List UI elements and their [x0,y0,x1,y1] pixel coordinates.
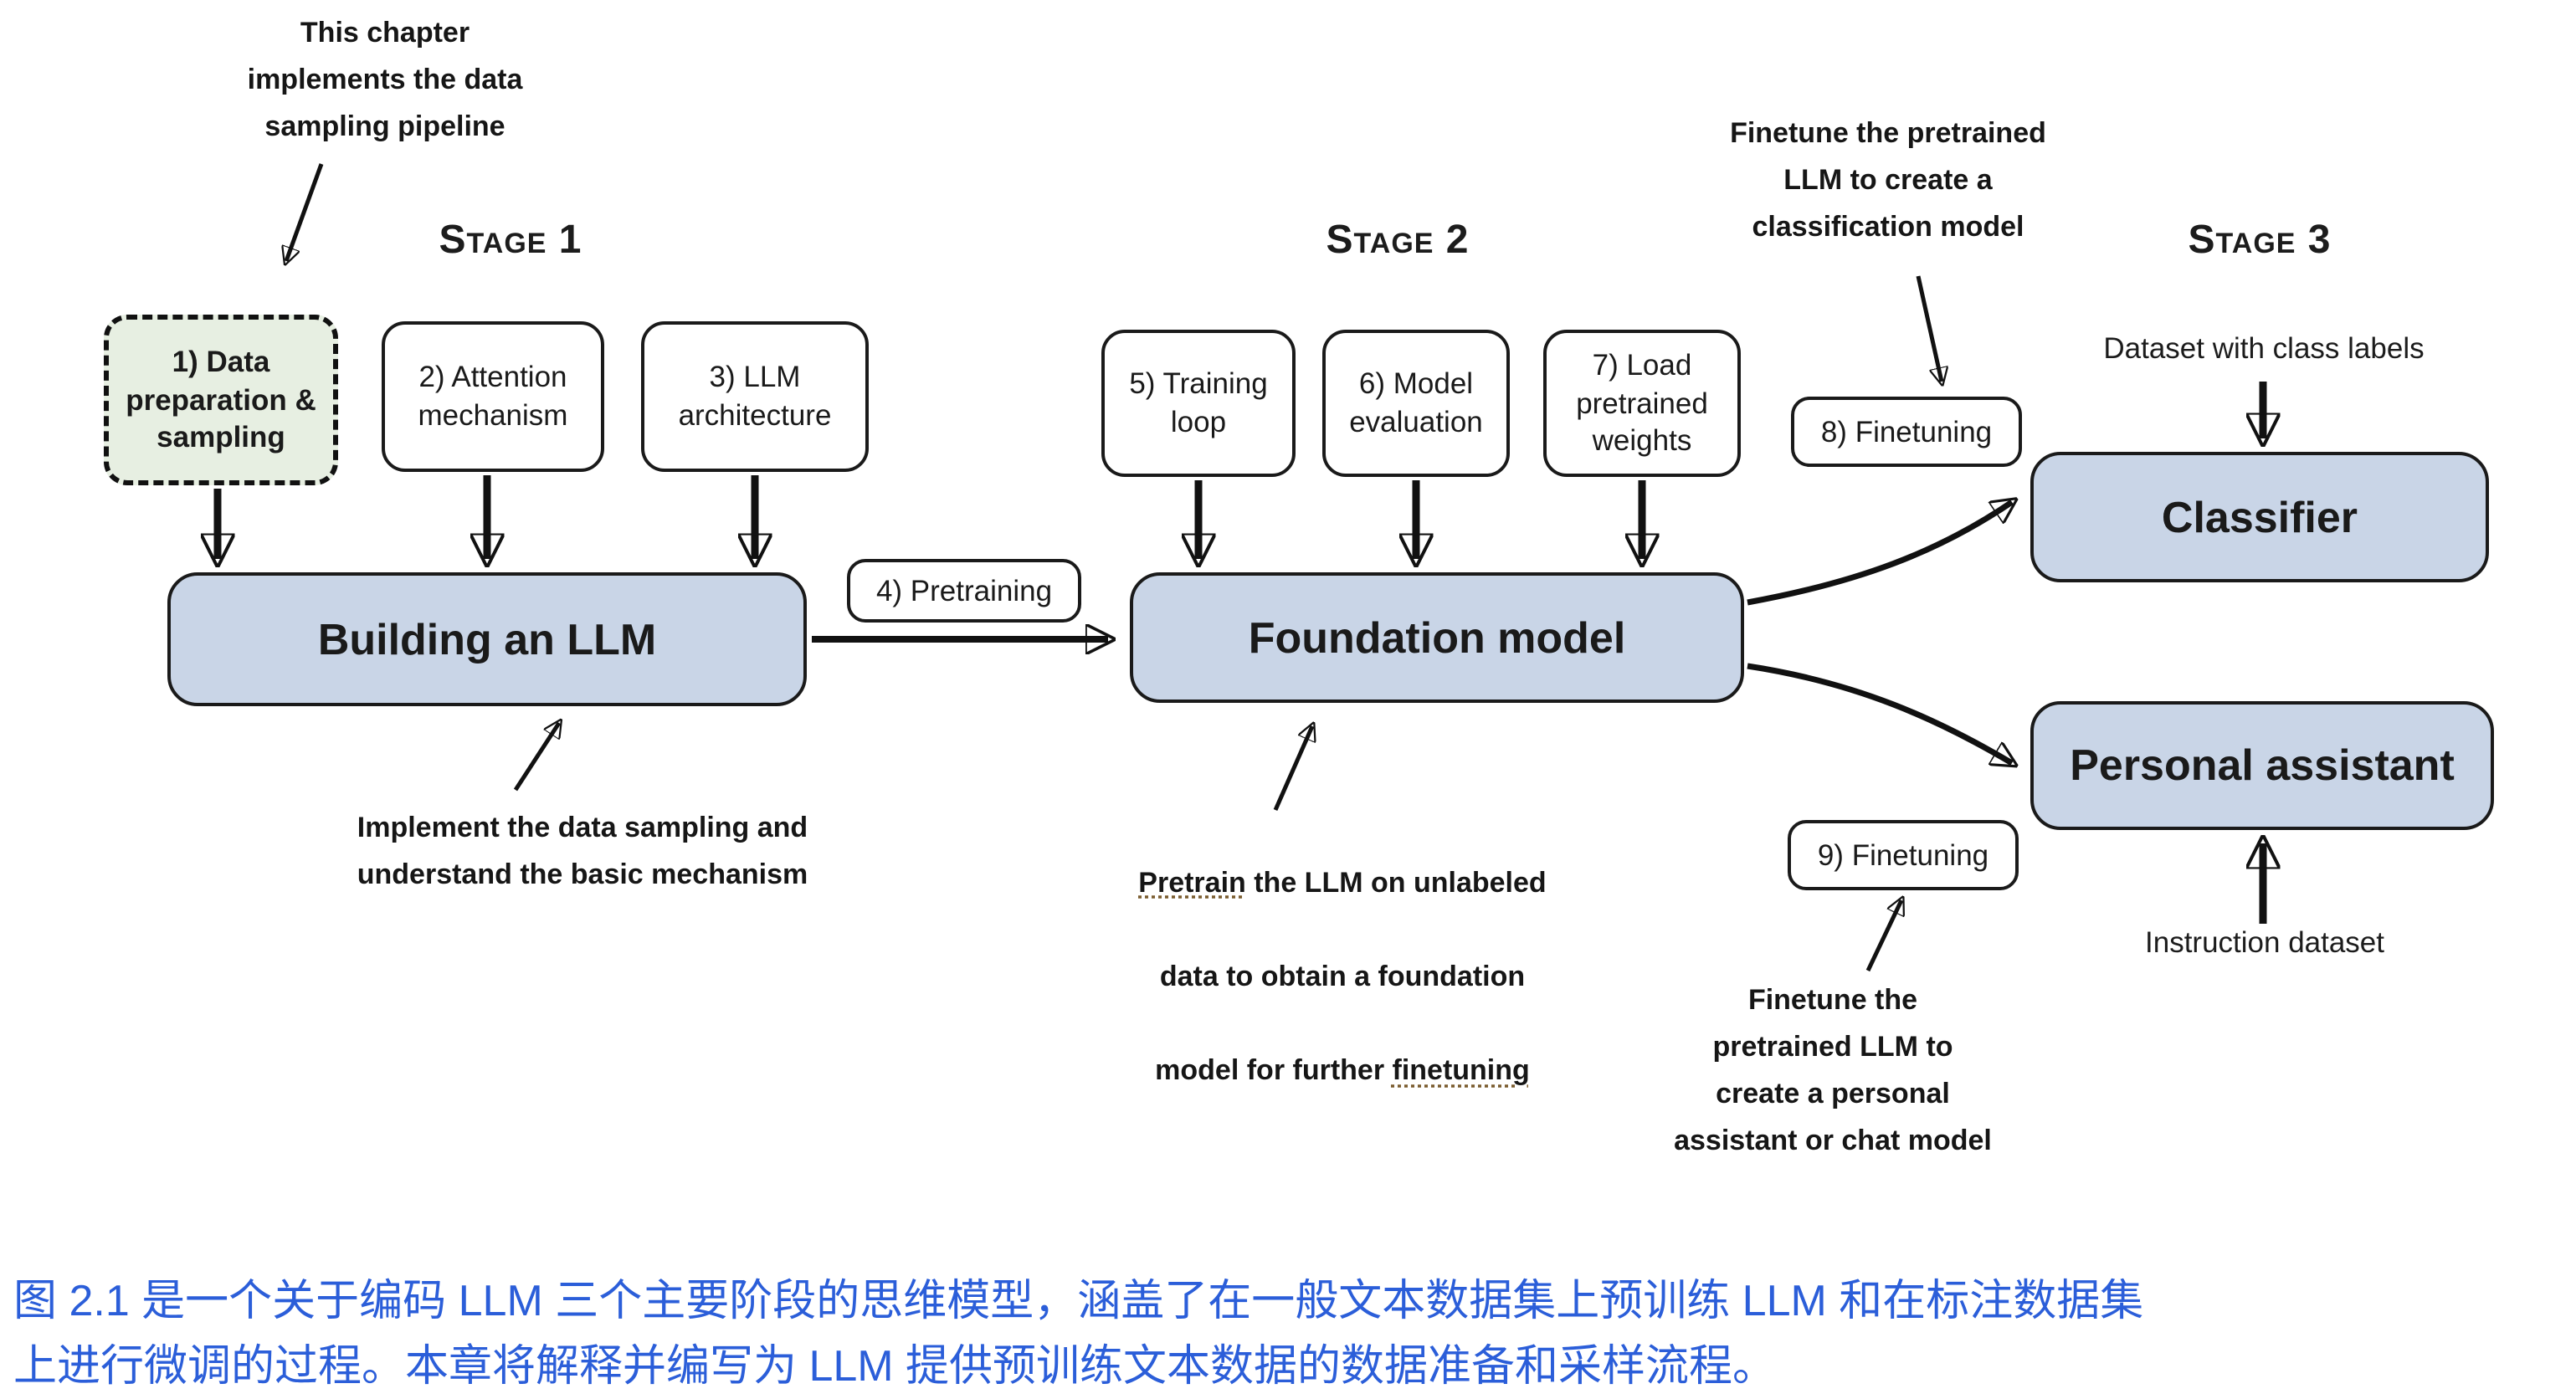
annotation-pretrain-line-2: data to obtain a foundation [1159,961,1526,993]
annotation-implement-sampling: Implement the data sampling and understa… [357,812,808,891]
label-instruction-dataset: Instruction dataset [2145,925,2384,959]
stage-3-label: Stage 3 [2188,218,2332,263]
annotation-finetune-classification: Finetune the pretrained LLM to create a … [1730,117,2046,243]
box-attention-mechanism: 2) Attention mechanism [382,321,604,472]
box-load-pretrained-weights: 7) Load pretrained weights [1543,330,1741,477]
box-llm-architecture: 3) LLM architecture [641,321,869,472]
box-training-loop: 5) Training loop [1101,330,1296,477]
arrow-chapter-annotation-to-data-prep [286,163,324,261]
arrow-pretrain-annotation-to-foundation [1273,726,1312,812]
arrow-foundation-to-assistant [1747,663,2012,763]
stage-1-label: Stage 1 [439,218,582,263]
label-dataset-with-class-labels: Dataset with class labels [2103,331,2425,365]
annotation-finetune-personal-assistant: Finetune the pretrained LLM to create a … [1674,984,1992,1157]
annotation-text: model for further [1155,1054,1393,1087]
stage-2-label: Stage 2 [1326,218,1470,263]
annotation-pretrain-line-1: Pretrain the LLM on unlabeled [1091,860,1593,907]
misspelled-word: finetuning [1392,1054,1530,1087]
arrow-implement-annotation-to-building [513,723,559,792]
box-model-evaluation: 6) Model evaluation [1322,330,1510,477]
annotation-chapter-pipeline: This chapter implements the data samplin… [247,17,523,143]
box-personal-assistant: Personal assistant [2030,701,2494,830]
arrow-finetune-cls-annotation-to-finetuning8 [1916,275,1942,382]
box-data-preparation-sampling: 1) Data preparation & sampling [104,315,338,485]
arrow-foundation-to-classifier [1747,502,2012,606]
box-finetuning-9: 9) Finetuning [1788,820,2019,890]
box-building-an-llm: Building an LLM [167,572,807,706]
annotation-text: the LLM on unlabeled [1245,867,1547,899]
box-classifier: Classifier [2030,452,2489,582]
arrow-finetune-pa-annotation-to-finetuning9 [1865,900,1901,972]
box-pretraining: 4) Pretraining [847,559,1081,623]
annotation-pretrain-line-3: model for further finetuning [1091,1048,1593,1094]
annotation-pretrain-foundation: Pretrain the LLM on unlabeled data to ob… [1091,813,1593,1142]
misspelled-word: Pretrain [1138,867,1246,899]
figure-caption: 图 2.1 是一个关于编码 LLM 三个主要阶段的思维模型，涵盖了在一般文本数据… [13,1275,2144,1391]
box-finetuning-8: 8) Finetuning [1791,397,2022,467]
box-foundation-model: Foundation model [1130,572,1744,703]
